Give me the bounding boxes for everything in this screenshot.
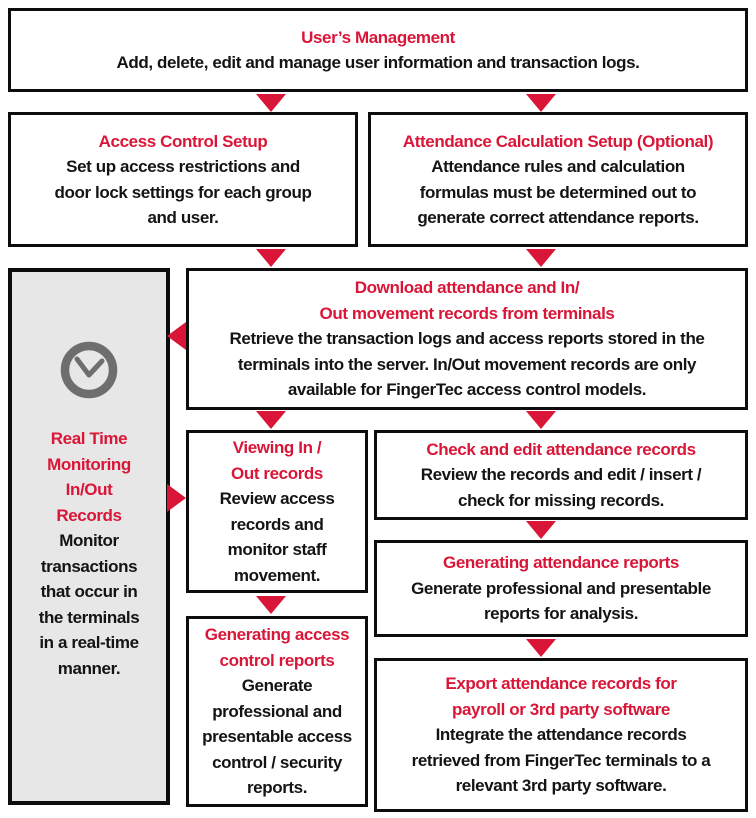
download-records-body: Retrieve the transaction logs and access… bbox=[229, 329, 705, 400]
generating-attendance-reports-title: Generating attendance reports bbox=[443, 553, 679, 573]
down-arrow-icon bbox=[526, 521, 556, 539]
access-control-setup-box: Access Control Setup Set up access restr… bbox=[8, 112, 358, 247]
clock-icon bbox=[60, 341, 118, 399]
down-arrow-icon bbox=[256, 411, 286, 429]
down-arrow-icon bbox=[526, 411, 556, 429]
generating-access-reports-body: Generate professional and presentable ac… bbox=[202, 676, 352, 798]
export-attendance-body: Integrate the attendance records retriev… bbox=[411, 725, 711, 796]
users-management-box: User’s Management Add, delete, edit and … bbox=[8, 8, 748, 92]
right-arrow-icon bbox=[167, 484, 186, 512]
viewing-in-out-box: Viewing In / Out records Review access r… bbox=[186, 430, 368, 593]
real-time-monitoring-box: Real Time Monitoring In/Out Records Moni… bbox=[8, 268, 170, 805]
export-attendance-box: Export attendance records for payroll or… bbox=[374, 658, 748, 812]
generating-access-reports-title: Generating access control reports bbox=[204, 625, 350, 670]
real-time-monitoring-title: Real Time Monitoring In/Out Records bbox=[47, 429, 131, 525]
generating-access-reports-box: Generating access control reports Genera… bbox=[186, 616, 368, 807]
left-arrow-icon bbox=[167, 322, 186, 350]
viewing-in-out-title: Viewing In / Out records bbox=[231, 438, 323, 483]
down-arrow-icon bbox=[526, 639, 556, 657]
check-edit-attendance-box: Check and edit attendance records Review… bbox=[374, 430, 748, 520]
export-attendance-title: Export attendance records for payroll or… bbox=[445, 674, 677, 719]
check-edit-attendance-body: Review the records and edit / insert / c… bbox=[420, 465, 702, 510]
access-control-setup-title: Access Control Setup bbox=[98, 131, 268, 151]
access-control-setup-body: Set up access restrictions and door lock… bbox=[54, 157, 312, 227]
attendance-calculation-setup-title: Attendance Calculation Setup (Optional) bbox=[402, 131, 714, 151]
down-arrow-icon bbox=[256, 596, 286, 614]
attendance-calculation-setup-body: Attendance rules and calculation formula… bbox=[417, 157, 699, 227]
down-arrow-icon bbox=[526, 94, 556, 112]
download-records-box: Download attendance and In/ Out movement… bbox=[186, 268, 748, 410]
real-time-monitoring-body: Monitor transactions that occur in the t… bbox=[38, 531, 140, 678]
attendance-calculation-setup-box: Attendance Calculation Setup (Optional) … bbox=[368, 112, 748, 247]
viewing-in-out-body: Review access records and monitor staff … bbox=[219, 489, 335, 585]
users-management-body: Add, delete, edit and manage user inform… bbox=[116, 53, 640, 72]
down-arrow-icon bbox=[256, 94, 286, 112]
generating-attendance-reports-box: Generating attendance reports Generate p… bbox=[374, 540, 748, 637]
check-edit-attendance-title: Check and edit attendance records bbox=[426, 439, 696, 459]
download-records-title: Download attendance and In/ Out movement… bbox=[319, 278, 615, 323]
down-arrow-icon bbox=[526, 249, 556, 267]
generating-attendance-reports-body: Generate professional and presentable re… bbox=[411, 578, 711, 624]
down-arrow-icon bbox=[256, 249, 286, 267]
users-management-title: User’s Management bbox=[301, 27, 455, 47]
